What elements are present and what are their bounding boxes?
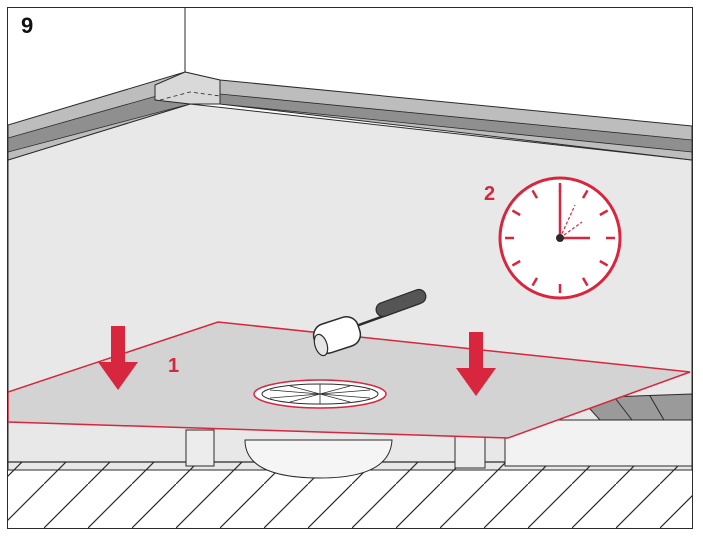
clock-tick: [599, 209, 609, 217]
left-wall-upper: [8, 8, 185, 125]
press-down-arrow-icon: [98, 326, 138, 390]
callout-1-label: 1: [168, 355, 179, 377]
sealing-membrane: [8, 321, 691, 439]
corner-piece-fold-line: [159, 91, 221, 101]
tile-joint: [649, 395, 665, 421]
press-down-arrow-icon: [456, 332, 496, 396]
clock-tick: [581, 277, 589, 287]
callout-2-label: 2: [484, 183, 495, 205]
clock-tick: [599, 259, 609, 267]
support-foot-left: [185, 429, 215, 467]
drain-grate-spokes: [269, 384, 371, 404]
step-number: 9: [21, 13, 34, 38]
drain-body: [244, 439, 393, 479]
clock-icon: [498, 176, 622, 300]
clock-tick: [531, 277, 539, 287]
corner-piece: [154, 71, 221, 105]
roller-tool-icon: [312, 288, 427, 357]
clock-tick: [581, 189, 589, 199]
clock-tick: [511, 259, 521, 267]
clock-tick: [531, 189, 539, 199]
tile-joint: [614, 397, 633, 421]
clock-tick: [511, 209, 521, 217]
